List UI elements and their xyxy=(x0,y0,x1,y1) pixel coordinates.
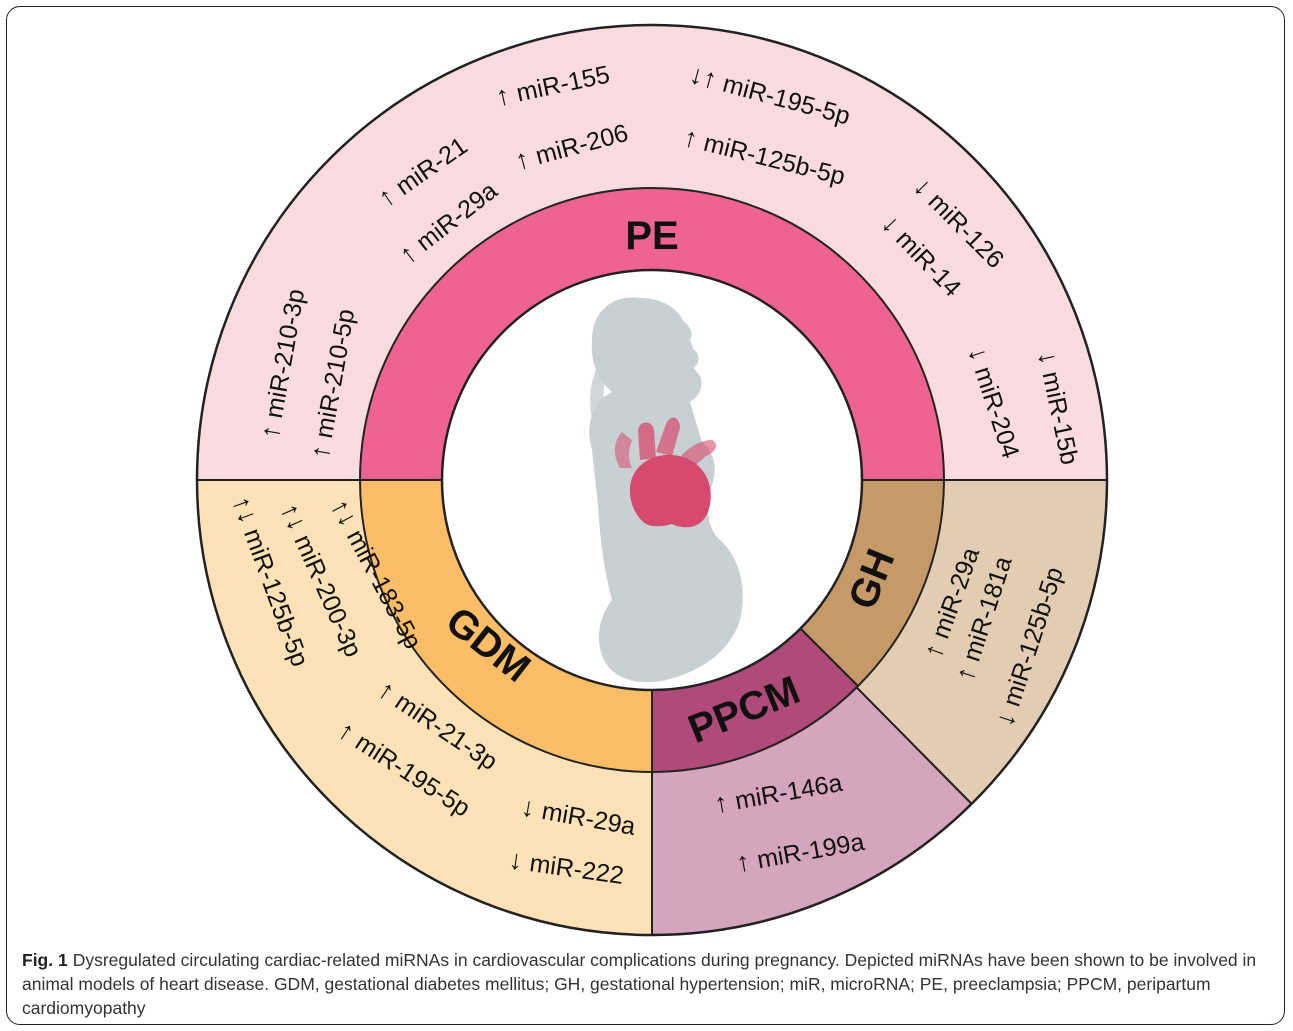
up-arrow-icon: ↑ xyxy=(254,415,287,441)
up-arrow-icon: ↑ xyxy=(712,786,738,819)
mirna-ring-diagram: PE GDM PPCM GH ↑ miR-210-3p↑ miR-210-5p↑… xyxy=(195,23,1109,937)
down-arrow-icon: ↓ xyxy=(519,791,545,824)
up-arrow-icon: ↑ xyxy=(304,435,337,461)
up-arrow-icon: ↑ xyxy=(734,845,760,878)
caption-text: Dysregulated circulating cardiac-related… xyxy=(22,950,1257,1018)
outer-ring-border xyxy=(195,23,1109,937)
down-arrow-icon: ↓ xyxy=(507,844,532,877)
category-label-pe: PE xyxy=(625,214,678,258)
heart-icon xyxy=(614,417,717,528)
caption-label: Fig. 1 xyxy=(22,950,68,970)
